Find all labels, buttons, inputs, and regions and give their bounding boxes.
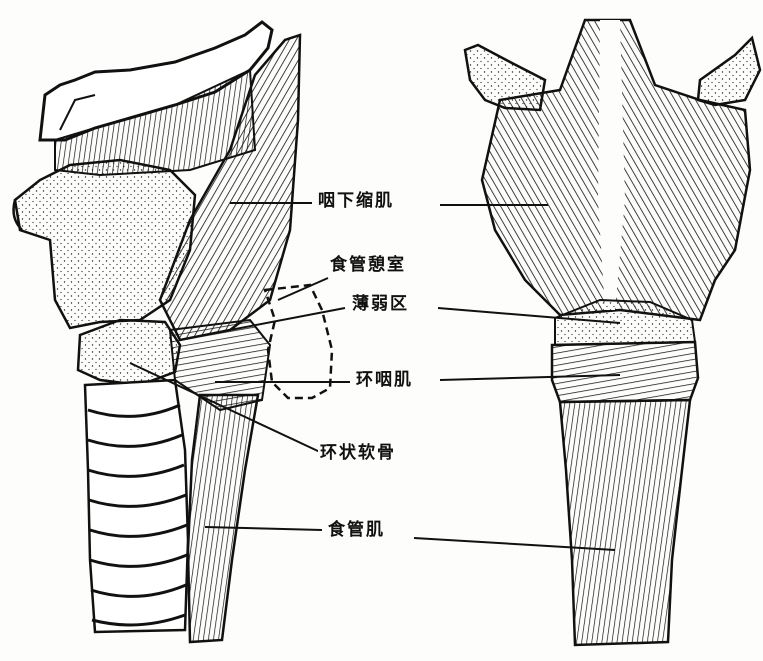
lateral-view [14,22,332,642]
thyroid-cartilage [15,160,195,328]
label-inferior-constrictor: 咽下缩肌 [316,191,396,211]
leader-diverticulum [278,278,328,300]
label-weak-area: 薄弱区 [350,294,411,314]
label-esophageal-diverticulum: 食管憩室 [328,255,408,275]
cricoid-cartilage-shape [78,320,180,385]
label-cricoid-cartilage: 环状软骨 [318,443,398,463]
cricopharyngeus-posterior [552,342,698,402]
posterior-view [465,20,760,645]
esophagus-posterior [560,400,690,645]
label-esophageal-muscle: 食管肌 [326,520,387,540]
right-horn [698,38,760,105]
esophagus-lateral [188,395,258,642]
label-cricopharyngeus: 环咽肌 [354,370,415,390]
